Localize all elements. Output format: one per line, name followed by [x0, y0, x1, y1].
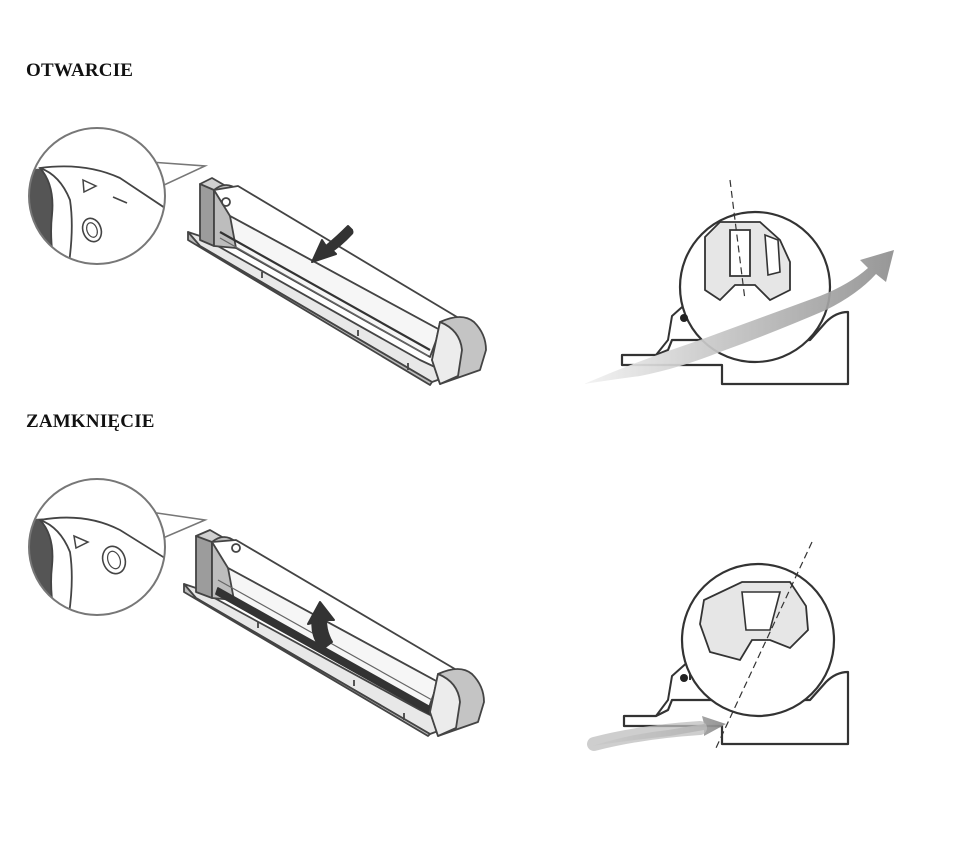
button-icon [101, 545, 127, 575]
zoom-bubble-open [28, 127, 209, 265]
device-body-close [183, 529, 485, 737]
zoom-bubble-close [28, 478, 208, 616]
triangle-marker-icon [73, 534, 90, 550]
close-cross-section [587, 541, 850, 751]
triangle-marker-icon [82, 178, 98, 194]
section-title-open: OTWARCIE [26, 60, 134, 81]
open-cross-section [584, 179, 894, 386]
device-body-open [187, 177, 487, 386]
section-title-close: ZAMKNIĘCIE [26, 411, 155, 432]
button-icon [81, 217, 103, 243]
